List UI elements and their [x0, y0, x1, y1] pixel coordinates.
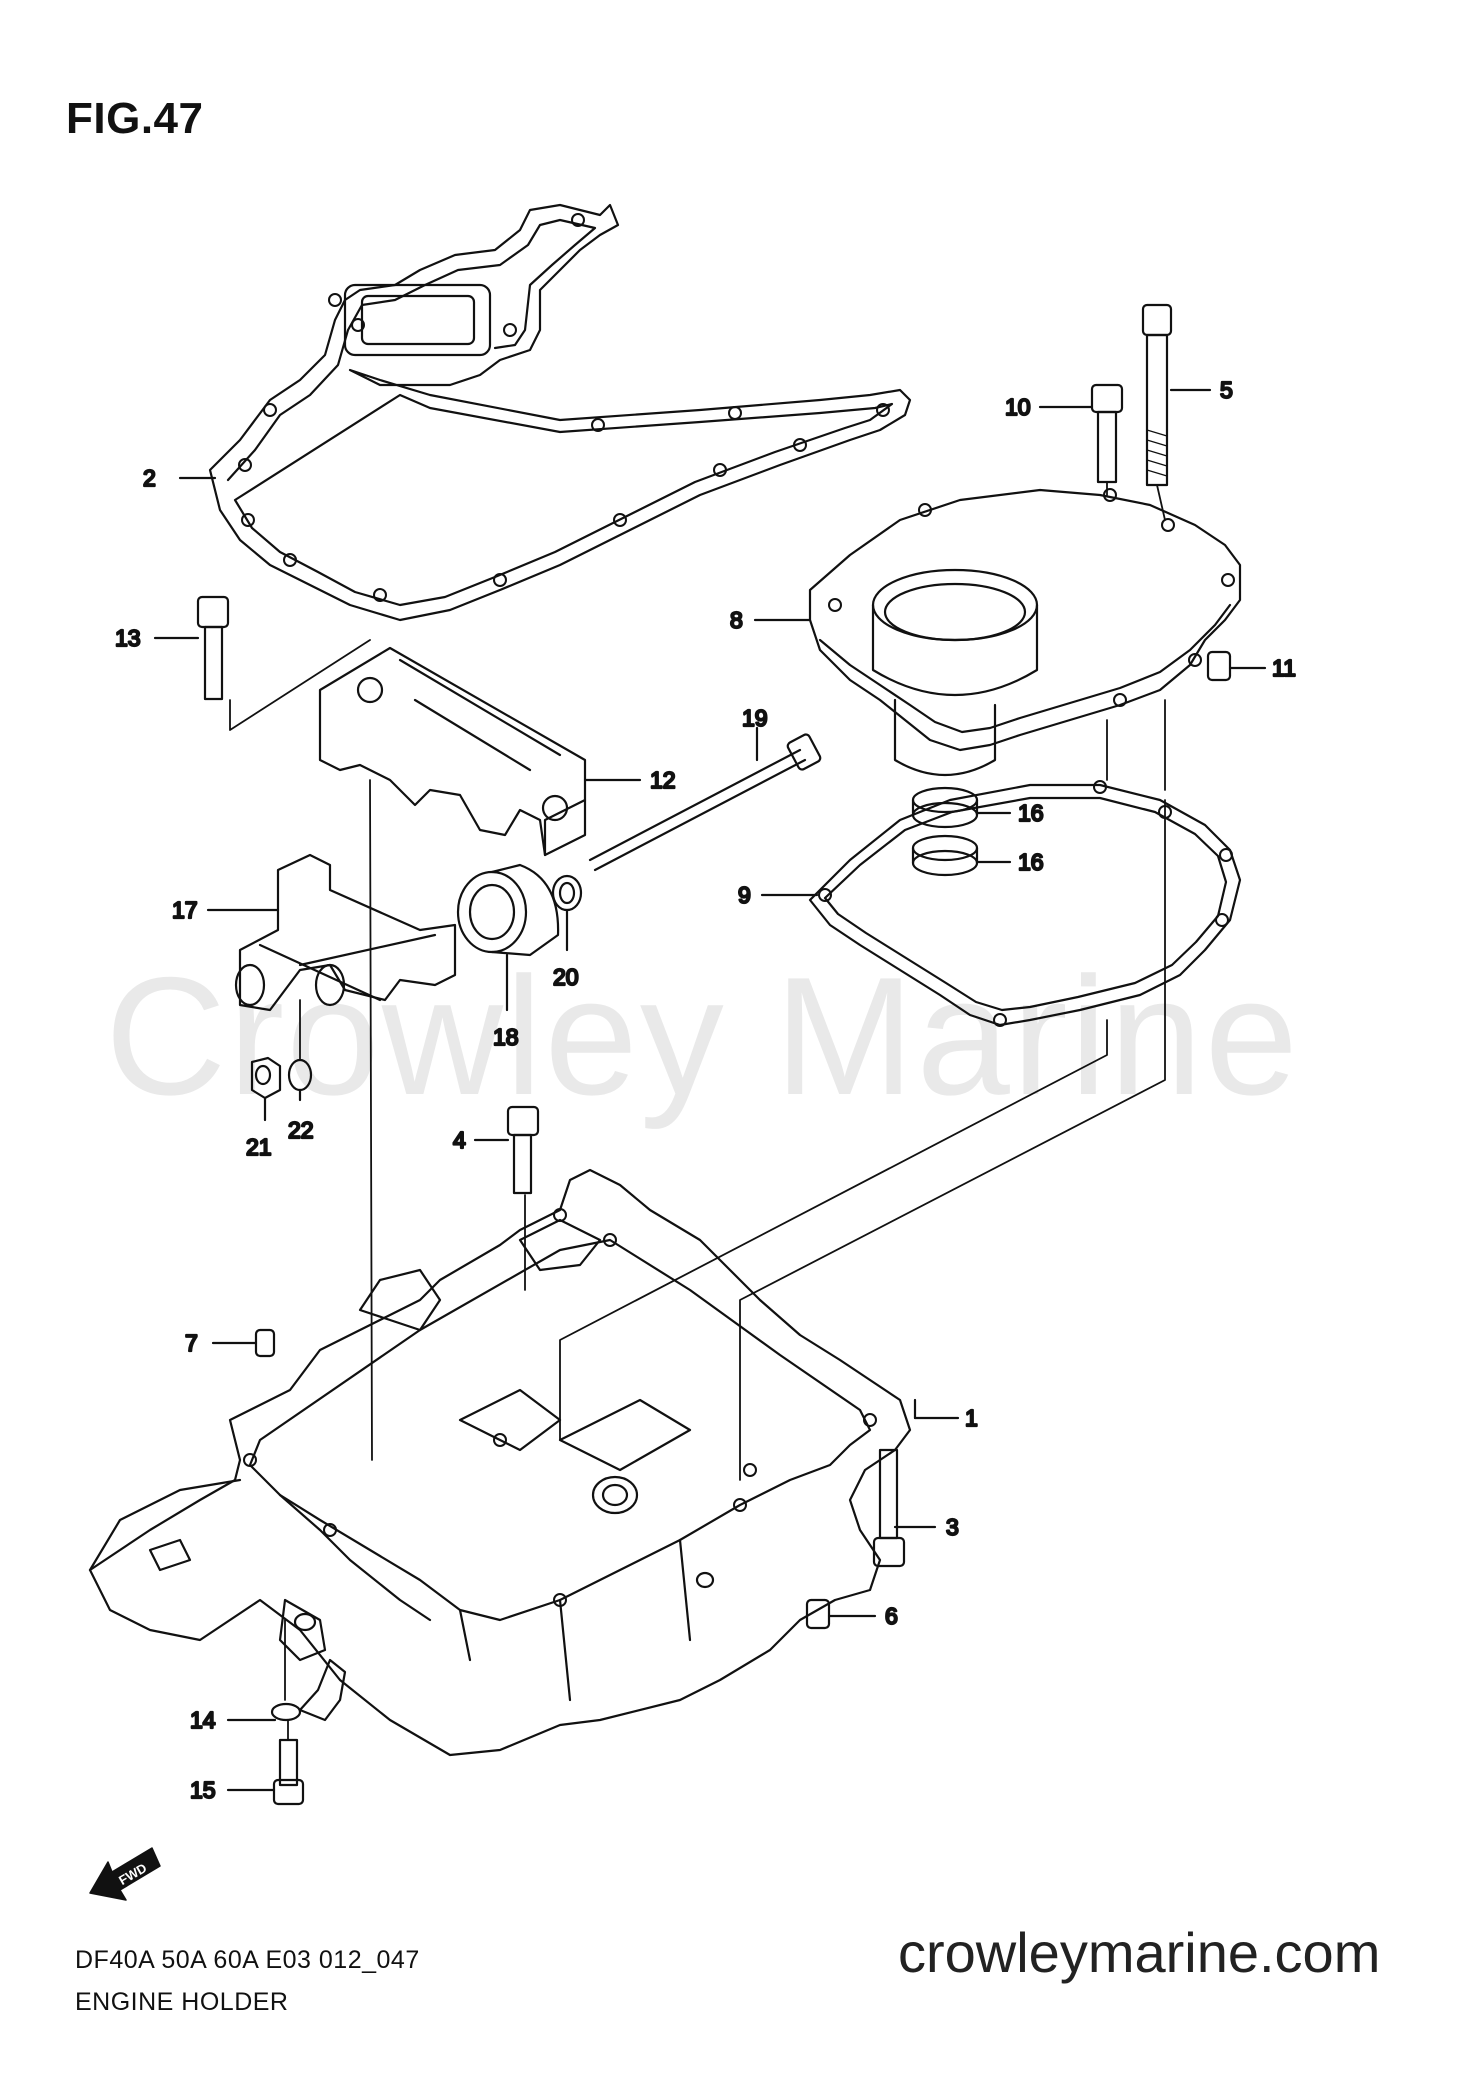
callout-9: 9 — [738, 882, 751, 908]
nut-part[interactable] — [250, 1056, 282, 1100]
dowel-pin-upper-part[interactable] — [1206, 650, 1232, 682]
callout-12: 12 — [650, 767, 676, 793]
callout-13: 13 — [115, 625, 141, 651]
dowel-pin-lower-part[interactable] — [805, 1598, 831, 1630]
website-link[interactable]: crowleymarine.com — [898, 1921, 1381, 1984]
bracket-part[interactable] — [234, 853, 457, 1012]
callout-5: 5 — [1220, 377, 1233, 403]
callout-2: 2 — [143, 465, 156, 491]
figure-code: DF40A 50A 60A E03 012_047 — [75, 1946, 420, 1974]
callout-10: 10 — [1005, 394, 1031, 420]
callout-1: 1 — [965, 1405, 978, 1431]
callout-18: 18 — [493, 1024, 519, 1050]
fitting-part[interactable] — [270, 1658, 347, 1722]
callout-6: 6 — [885, 1603, 898, 1629]
bushing-part[interactable] — [456, 863, 560, 957]
bolt-base-part[interactable] — [872, 1448, 906, 1568]
callout-labels: 1 2 3 4 5 6 7 8 9 10 11 12 13 14 15 16 1 — [114, 376, 1297, 1804]
oil-seal-lower-part[interactable] — [911, 834, 979, 877]
washer-part[interactable] — [551, 874, 583, 912]
callout-11: 11 — [1272, 655, 1296, 681]
callout-3: 3 — [946, 1514, 959, 1540]
callout-4: 4 — [453, 1127, 466, 1153]
bolt-mount-part[interactable] — [506, 1105, 540, 1195]
figure-title: FIG.47 — [66, 94, 204, 143]
bolt-short-part[interactable] — [1090, 383, 1124, 484]
watermark-text: Crowley Marine — [105, 942, 1300, 1130]
callout-15: 15 — [190, 1777, 216, 1803]
callout-20: 20 — [553, 964, 579, 990]
holder-part[interactable] — [318, 646, 587, 857]
through-bolt-part[interactable] — [588, 733, 822, 872]
callout-8: 8 — [730, 607, 743, 633]
callout-22: 22 — [288, 1117, 314, 1143]
bolt-fitting-part[interactable] — [272, 1738, 305, 1806]
bolt-long-part[interactable] — [1141, 303, 1173, 487]
small-washer-part[interactable] — [287, 1058, 313, 1092]
callout-19: 19 — [742, 705, 768, 731]
bolt-holder-part[interactable] — [196, 595, 230, 701]
figure-name: ENGINE HOLDER — [75, 1988, 289, 2016]
cover-part[interactable] — [808, 488, 1242, 776]
assembly-lines — [229, 481, 1166, 1741]
gasket-part[interactable] — [208, 203, 912, 622]
dowel-pin-base-part[interactable] — [254, 1328, 276, 1358]
callout-16b: 16 — [1018, 849, 1044, 875]
oil-seal-upper-part[interactable] — [911, 786, 979, 829]
fwd-arrow-icon: FWD — [89, 1847, 161, 1901]
cover-gasket-part[interactable] — [808, 780, 1242, 1027]
callout-16a: 16 — [1018, 800, 1044, 826]
callout-14: 14 — [190, 1707, 216, 1733]
callout-7: 7 — [185, 1330, 198, 1356]
callout-17: 17 — [172, 897, 198, 923]
callout-21: 21 — [246, 1134, 272, 1160]
engine-holder-part[interactable] — [88, 1168, 912, 1757]
